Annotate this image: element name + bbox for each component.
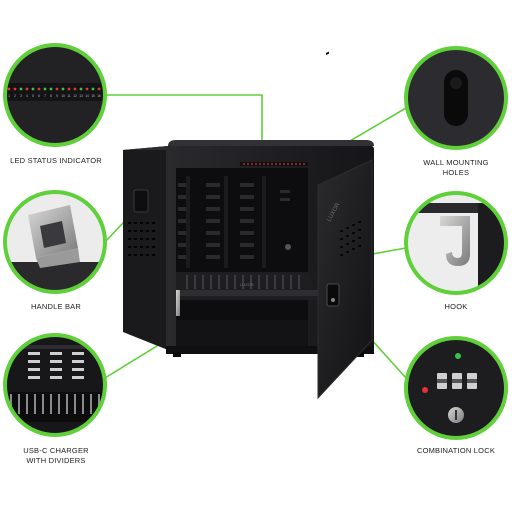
label-led-status: LED STATUS INDICATOR xyxy=(10,156,102,165)
led-strip-icon xyxy=(7,87,101,91)
led-number: 6 xyxy=(38,94,40,98)
label-combination-lock: COMBINATION LOCK xyxy=(416,446,496,455)
led-number: 4 xyxy=(26,94,28,98)
callout-hook xyxy=(404,191,508,295)
lock-icon xyxy=(406,338,506,438)
callout-combination-lock xyxy=(404,336,508,440)
label-usb-c-charger: USB-C CHARGER WITH DIVIDERS xyxy=(23,446,89,465)
led-number: 11 xyxy=(67,94,71,98)
side-vents xyxy=(128,222,155,256)
led-number-row: 1 2 3 4 5 6 7 8 9 10 11 12 13 14 15 16 xyxy=(8,94,101,98)
callout-handle-bar xyxy=(3,190,107,294)
hook-icon xyxy=(440,216,470,266)
led-number: 14 xyxy=(85,94,89,98)
led-number: 1 xyxy=(8,94,10,98)
callout-wall-mounting xyxy=(404,46,508,150)
led-number: 7 xyxy=(44,94,46,98)
interior-mounting-hole xyxy=(285,244,291,250)
handle-icon xyxy=(28,205,80,268)
cabinet-led-strip xyxy=(240,162,308,166)
led-number: 13 xyxy=(79,94,83,98)
back-wall-vents xyxy=(178,183,290,259)
cabinet: LUXOR LUXOR xyxy=(123,51,374,400)
led-number: 8 xyxy=(50,94,52,98)
led-number: 3 xyxy=(20,94,22,98)
door-lock xyxy=(326,283,340,307)
cabinet-door xyxy=(317,159,373,400)
label-wall-mounting: WALL MOUNTING HOLES xyxy=(423,158,489,177)
led-number: 12 xyxy=(73,94,77,98)
keyhole-icon xyxy=(444,70,468,126)
led-number: 5 xyxy=(32,94,34,98)
door-vents xyxy=(326,51,329,55)
led-number: 9 xyxy=(56,94,58,98)
led-number: 15 xyxy=(91,94,95,98)
charger-icon xyxy=(5,345,105,379)
callout-usb-c-charger xyxy=(3,333,107,437)
shelf-dividers xyxy=(186,275,300,289)
shelf-brand: LUXOR xyxy=(240,282,254,287)
led-number: 2 xyxy=(14,94,16,98)
label-handle-bar: HANDLE BAR xyxy=(31,302,81,311)
label-hook: HOOK xyxy=(444,302,468,311)
cabinet-base xyxy=(166,346,374,354)
callout-led-status: 1 2 3 4 5 6 7 8 9 10 11 12 13 14 15 16 xyxy=(3,43,107,147)
led-number: 16 xyxy=(97,94,101,98)
front-handle-bar xyxy=(176,290,180,316)
led-number: 10 xyxy=(61,94,65,98)
side-handle xyxy=(133,189,149,213)
